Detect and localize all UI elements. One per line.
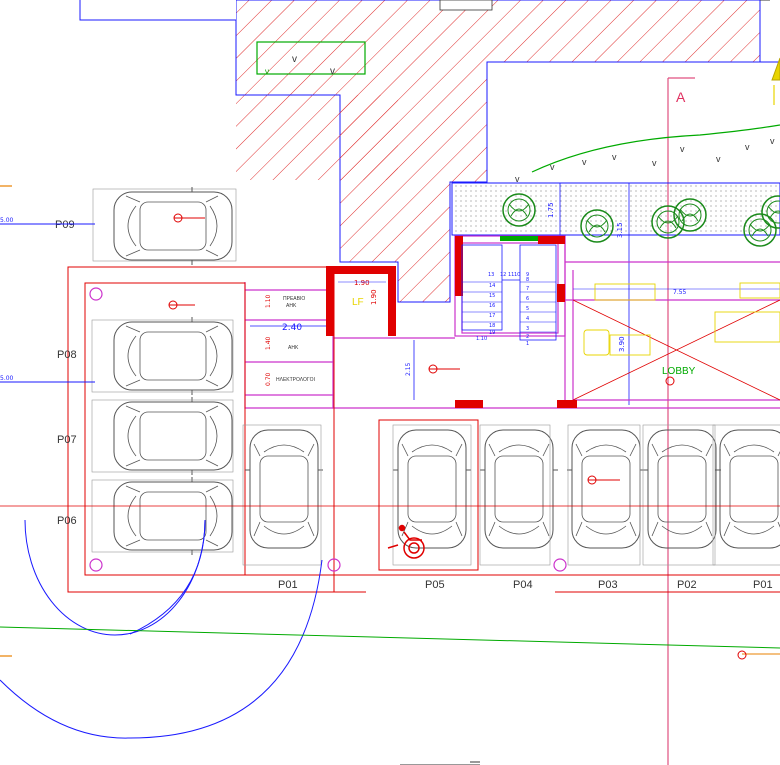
- svg-text:13: 13: [488, 272, 494, 278]
- car-p02: [642, 429, 722, 549]
- svg-text:5.00: 5.00: [0, 217, 14, 224]
- svg-text:1.10: 1.10: [265, 294, 272, 308]
- svg-text:v: v: [745, 142, 750, 152]
- turning-arc-large: [0, 559, 323, 739]
- spot-label-p05: P05: [425, 579, 445, 591]
- svg-text:9: 9: [526, 272, 529, 278]
- svg-text:5.00: 5.00: [0, 375, 14, 382]
- hatched-area-top: [80, 0, 761, 303]
- structural-walls: [326, 236, 577, 408]
- svg-text:14: 14: [489, 283, 495, 289]
- svg-text:8: 8: [526, 277, 529, 283]
- svg-text:ν: ν: [265, 67, 269, 76]
- svg-text:19: 19: [489, 330, 495, 336]
- svg-text:11: 11: [508, 272, 514, 278]
- svg-text:17: 17: [489, 313, 495, 319]
- svg-text:16: 16: [489, 303, 495, 309]
- outline-top: [79, 0, 340, 96]
- car-p08: [113, 316, 233, 396]
- svg-text:1: 1: [526, 341, 529, 347]
- lobby-furniture: [583, 282, 780, 356]
- hatched-area-left: [236, 95, 398, 180]
- svg-text:v: v: [680, 144, 685, 154]
- svg-text:v: v: [582, 157, 587, 167]
- north-arrow-icon: [771, 57, 780, 81]
- lift-label: LF: [352, 297, 364, 308]
- svg-text:4: 4: [526, 316, 529, 322]
- svg-text:5: 5: [526, 306, 529, 312]
- white-gap-top: [80, 0, 236, 20]
- property-line-green: [0, 626, 780, 649]
- accessible-spot: [378, 419, 479, 571]
- svg-text:2.40: 2.40: [282, 323, 302, 333]
- svg-text:v: v: [770, 136, 775, 146]
- car-p01-right: [714, 429, 780, 549]
- svg-text:2: 2: [526, 334, 529, 340]
- section-marker: A: [676, 89, 686, 105]
- spot-label-p03: P03: [598, 579, 618, 591]
- parking-area-inner: [84, 282, 246, 576]
- garden-curve: [531, 124, 780, 173]
- svg-text:15: 15: [489, 293, 495, 299]
- svg-text:1.90: 1.90: [354, 279, 370, 287]
- small-box-top: [439, 0, 493, 11]
- wheelchair-icon: [387, 524, 425, 559]
- svg-text:v: v: [550, 162, 555, 172]
- spot-label-p04: P04: [513, 579, 533, 591]
- svg-text:1.75: 1.75: [547, 202, 555, 218]
- spot-label-p01-right: P01: [753, 579, 773, 591]
- svg-text:12: 12: [500, 272, 506, 278]
- svg-text:v: v: [330, 66, 335, 77]
- svg-text:v: v: [612, 152, 617, 162]
- markers: [168, 213, 747, 660]
- svg-text:7.55: 7.55: [673, 289, 687, 296]
- car-p07: [113, 396, 233, 476]
- staircase: [461, 244, 557, 341]
- car-p04: [479, 429, 559, 549]
- room-label-1: ΠΡΕΑΒΙΟ: [283, 296, 305, 302]
- building-walls: [244, 235, 780, 409]
- svg-text:1.40: 1.40: [265, 336, 272, 350]
- svg-text:3.15: 3.15: [616, 222, 624, 238]
- car-p06: [113, 476, 233, 556]
- svg-text:v: v: [716, 154, 721, 164]
- svg-text:3.90: 3.90: [618, 336, 626, 352]
- spot-label-p08: P08: [57, 349, 77, 361]
- planter-box: [256, 41, 366, 75]
- stair-steps: [462, 281, 556, 333]
- car-p05: [392, 429, 472, 549]
- room-label-2: ΑΗΚ: [288, 345, 299, 351]
- svg-text:10: 10: [514, 272, 520, 278]
- svg-text:0.70: 0.70: [265, 372, 272, 386]
- spot-label-p06: P06: [57, 515, 77, 527]
- lobby-label: LOBBY: [662, 366, 696, 377]
- spot-label-p09: P09: [55, 219, 75, 231]
- spot-label-p02: P02: [677, 579, 697, 591]
- svg-text:v: v: [515, 174, 520, 184]
- spot-label-p07: P07: [57, 434, 77, 446]
- svg-text:6: 6: [526, 296, 529, 302]
- svg-text:2.15: 2.15: [405, 362, 412, 376]
- svg-text:v: v: [652, 158, 657, 168]
- svg-text:v: v: [292, 54, 297, 65]
- svg-text:1.90: 1.90: [370, 289, 378, 305]
- svg-text:7: 7: [526, 286, 529, 292]
- lobby-cross-2: [572, 299, 780, 401]
- car-p03: [566, 429, 646, 549]
- svg-text:3: 3: [526, 326, 529, 332]
- room-label-3: ΗΛΕΚΤΡΟΛΟΓΟΙ: [276, 377, 315, 383]
- room-label-1-sub: ΑΗΚ: [286, 303, 297, 309]
- svg-text:18: 18: [489, 323, 495, 329]
- garden-area: [451, 182, 780, 236]
- spot-label-p01-left: P01: [278, 579, 298, 591]
- svg-text:1.10: 1.10: [476, 336, 487, 342]
- car-p01-left: [244, 429, 324, 549]
- car-p09: [113, 186, 233, 266]
